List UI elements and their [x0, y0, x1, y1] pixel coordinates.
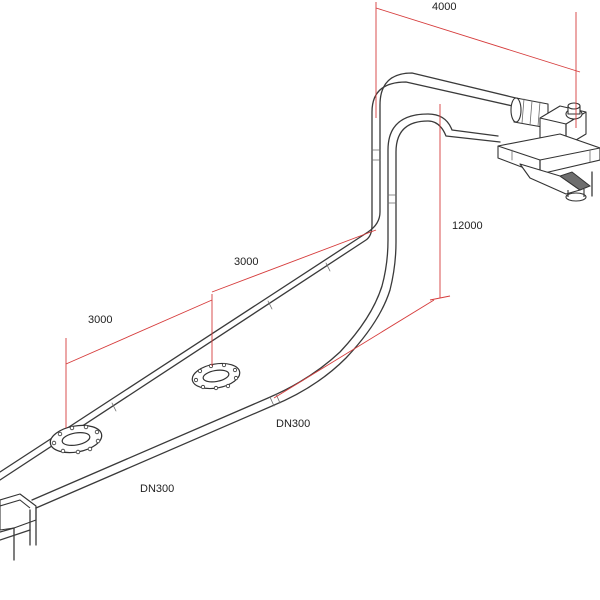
upper-pipe	[0, 72, 521, 481]
dim-3000-upper-line	[211, 229, 377, 293]
pipe-label-lower: DN300	[140, 483, 174, 495]
pipe-label-upper: DN300	[276, 418, 310, 430]
dimension-lines	[65, 2, 581, 428]
dim-4000-label: 4000	[432, 1, 456, 13]
flange-lower	[49, 424, 103, 455]
dim-3000-lower-label: 3000	[88, 314, 112, 326]
dim-12000-label: 12000	[452, 220, 483, 232]
lower-pipe	[31, 113, 501, 509]
flange-upper	[191, 362, 241, 391]
drive-unit	[497, 97, 600, 202]
dim-3000-upper-label: 3000	[234, 256, 258, 268]
dim-12000-tick	[429, 295, 451, 301]
dim-12000-leader	[273, 299, 435, 399]
dim-3000-lower-line	[65, 299, 213, 365]
bottom-support-frame	[0, 493, 37, 561]
dim-4000-line	[375, 7, 581, 73]
